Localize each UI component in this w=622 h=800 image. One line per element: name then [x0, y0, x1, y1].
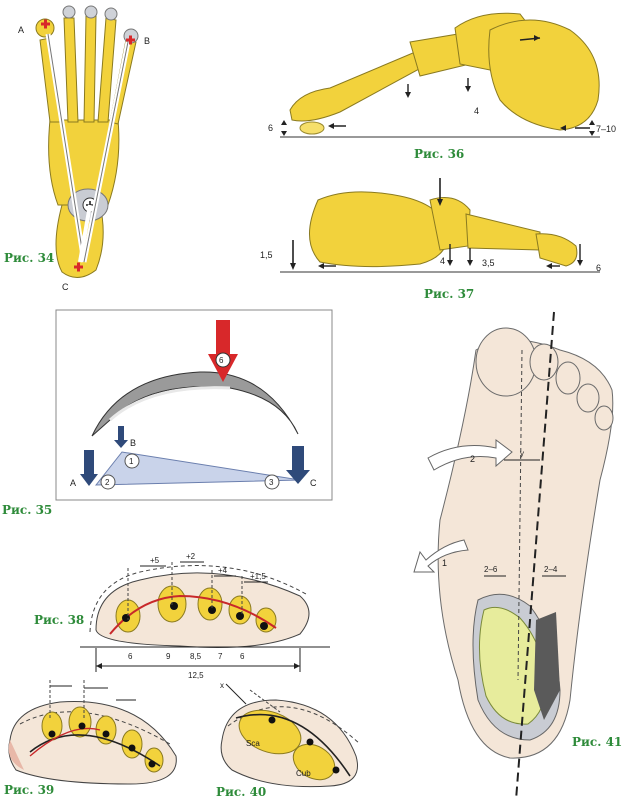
fig41-dim-right: 2–4: [544, 565, 558, 574]
fig36-dim-mid: 4: [474, 106, 479, 116]
fig41-arrow-1: 1: [442, 558, 447, 568]
fig35-marker-2: 2: [105, 478, 110, 487]
fig37-dim-right: 6: [596, 263, 601, 273]
fig38-total-dim: 12,5: [188, 671, 204, 680]
fig38-top-dim-1: +5: [150, 556, 160, 565]
fig41-foot-sole: [413, 311, 614, 800]
fig35-label-b: B: [130, 438, 136, 448]
fig38-bottom-dim-3: 8,5: [190, 652, 202, 661]
fig38-bottom-dim-4: 7: [218, 652, 223, 661]
fig38-transverse-arch: [80, 561, 330, 672]
fig34-foot-skeleton: [35, 5, 139, 278]
fig37-dim-left: 1,5: [260, 250, 273, 260]
fig36-dim-heel: 7–10: [596, 124, 616, 134]
fig38-caption: Рис. 38: [34, 613, 84, 627]
fig35-marker-6: 6: [219, 356, 224, 365]
fig34-caption: Рис. 34: [4, 251, 54, 265]
fig34-label-a: A: [18, 25, 24, 35]
fig41-angle-y: y: [520, 449, 524, 458]
fig39-caption: Рис. 39: [4, 783, 54, 797]
fig37-foot-lateral: [280, 178, 600, 273]
fig34-label-b: B: [144, 36, 150, 46]
fig38-bottom-dim-5: 6: [240, 652, 245, 661]
fig37-caption: Рис. 37: [424, 287, 474, 301]
fig35-marker-3: 3: [269, 478, 274, 487]
fig35-caption: Рис. 35: [2, 503, 52, 517]
fig35-label-c: C: [310, 478, 317, 488]
fig35-arch-diagram: [55, 309, 333, 501]
fig34-label-c: C: [62, 282, 69, 292]
fig40-bone-cub: Cub: [296, 769, 311, 778]
fig38-top-dim-4: +1,5: [250, 572, 266, 581]
fig36-dim-toe: 6: [268, 123, 273, 133]
fig35-marker-1: 1: [129, 457, 134, 466]
fig37-dim-mid2: 3,5: [482, 258, 495, 268]
fig38-top-dim-2: +2: [186, 552, 196, 561]
fig38-bottom-dim-1: 6: [128, 652, 133, 661]
fig38-top-dim-3: +4: [218, 566, 228, 575]
fig40-arch: [220, 683, 361, 788]
fig37-dim-mid: 4: [440, 256, 445, 266]
fig40-axis-x: x: [220, 681, 224, 690]
fig41-arrow-2: 2: [470, 454, 475, 464]
fig39-arch: [8, 680, 177, 785]
fig41-caption: Рис. 41: [572, 735, 622, 749]
fig40-bone-sca: Sca: [246, 739, 260, 748]
fig35-label-a: A: [70, 478, 76, 488]
fig40-caption: Рис. 40: [216, 785, 266, 799]
fig38-bottom-dim-2: 9: [166, 652, 171, 661]
fig36-foot-lateral: [280, 12, 600, 138]
fig41-dim-left: 2–6: [484, 565, 498, 574]
fig36-caption: Рис. 36: [414, 147, 464, 161]
